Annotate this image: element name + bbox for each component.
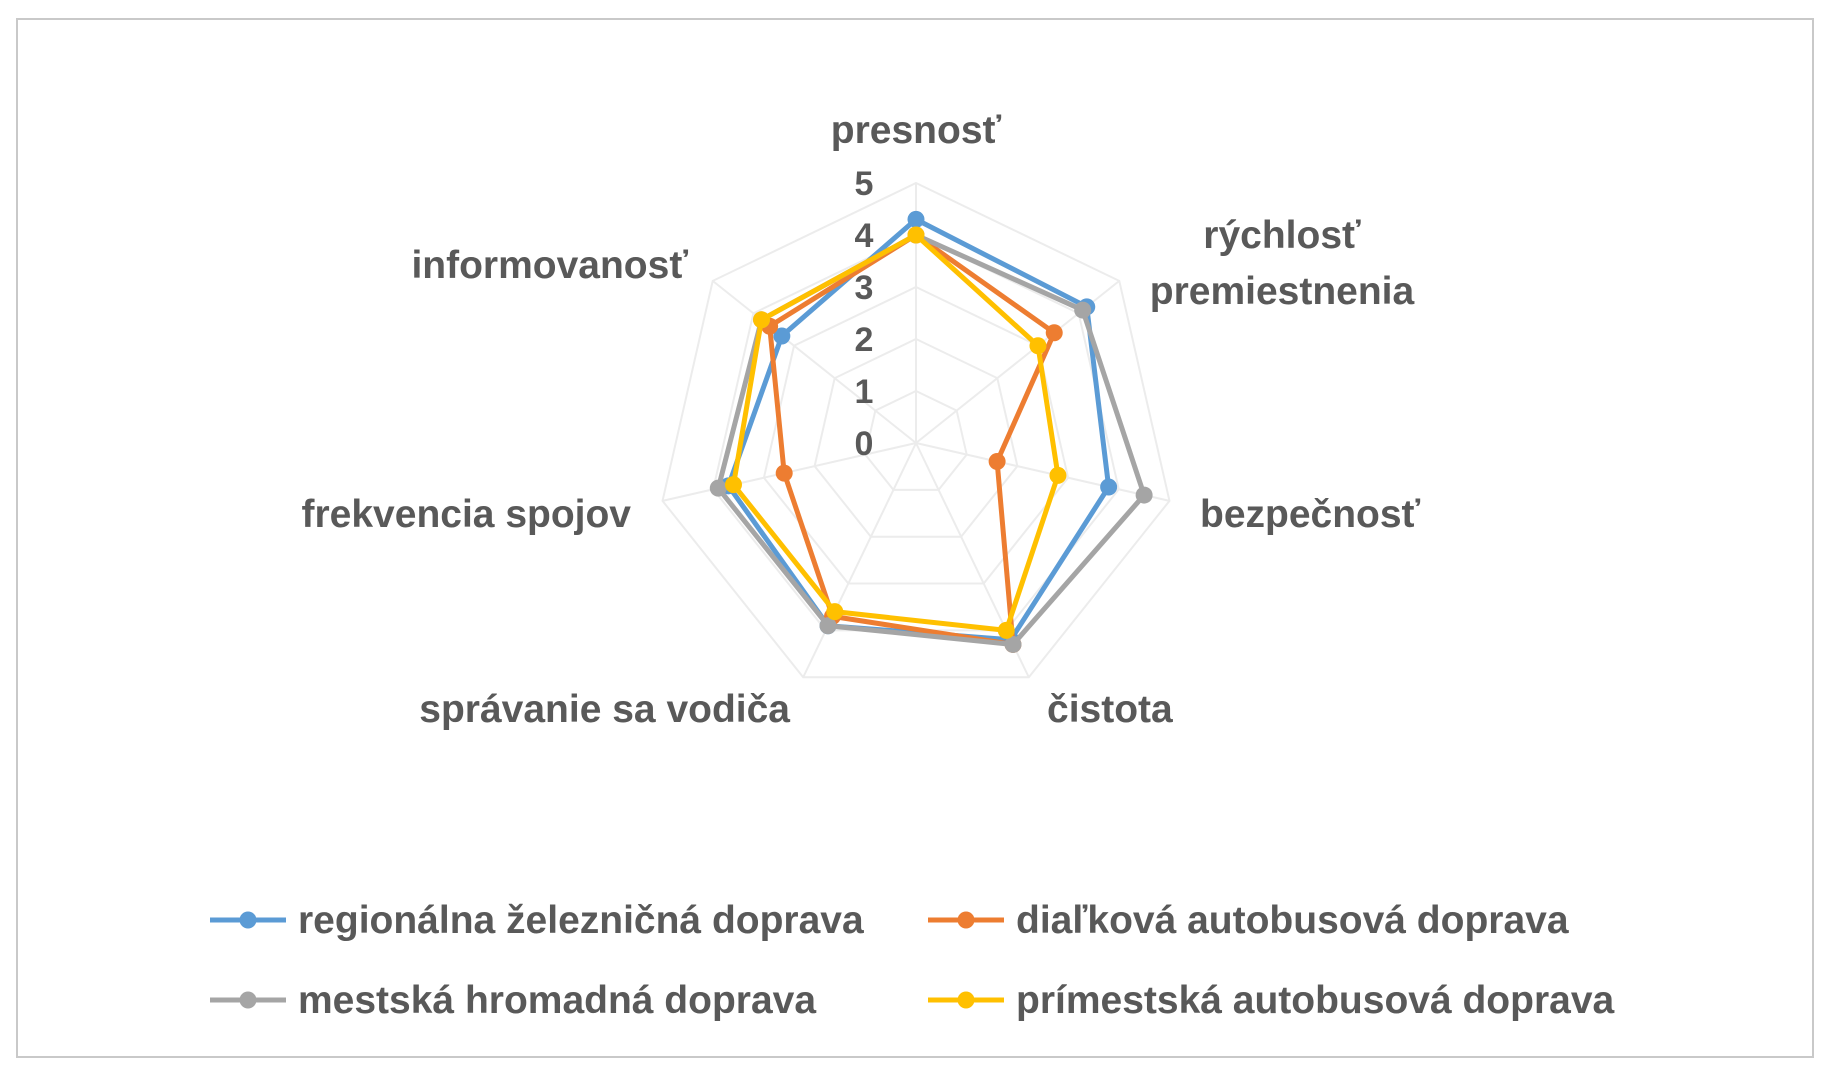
data-point — [1029, 337, 1047, 355]
chart-frame: 0 1 2 3 4 5 presnosť rýchlosť premiestnenia bezp… — [16, 18, 1814, 1058]
data-point — [724, 476, 742, 494]
tick-label: 4 — [855, 217, 874, 255]
data-point — [1049, 466, 1067, 484]
series-lines — [709, 210, 1153, 653]
category-label: presnosť — [831, 109, 1002, 152]
legend-item: regionálna železničná doprava — [210, 899, 864, 942]
category-labels: presnosť rýchlosť premiestnenia bezpečnosť č… — [302, 109, 1421, 731]
legend-item: mestská hromadná doprava — [210, 979, 816, 1022]
category-label: frekvencia spojov — [302, 493, 632, 536]
data-point — [775, 464, 793, 482]
series-line — [767, 232, 1057, 647]
series-4 — [724, 226, 1067, 639]
legend-marker — [957, 911, 975, 929]
grid-spoke — [802, 442, 917, 678]
category-label-line: frekvencia spojov — [302, 493, 632, 536]
data-point — [1135, 486, 1153, 504]
tick-label: 0 — [855, 425, 874, 463]
series-line — [730, 232, 1061, 633]
data-point — [1100, 478, 1118, 496]
radar-grid — [661, 181, 1171, 679]
category-label-line: čistota — [1047, 688, 1173, 731]
category-label: bezpečnosť — [1200, 493, 1421, 536]
data-point — [773, 327, 791, 345]
legend: regionálna železničná doprava diaľková au… — [210, 899, 1615, 1022]
category-label: správanie sa vodiča — [419, 688, 790, 731]
grid-ring — [813, 337, 1019, 538]
grid-spoke — [915, 442, 1170, 502]
category-label-line: presnosť — [831, 109, 1002, 152]
data-point — [819, 617, 837, 635]
legend-marker — [239, 991, 257, 1009]
radar-chart: 0 1 2 3 4 5 presnosť rýchlosť premiestnenia bezp… — [210, 109, 1615, 1022]
grid-ring — [864, 389, 968, 491]
legend-item: diaľková autobusová doprava — [928, 899, 1569, 942]
series-3 — [709, 226, 1153, 653]
tick-label: 3 — [855, 269, 874, 307]
category-label: rýchlosť premiestnenia — [1150, 214, 1415, 313]
tick-label: 2 — [855, 321, 874, 359]
category-label-line: bezpečnosť — [1200, 493, 1421, 536]
data-point — [1074, 301, 1092, 319]
data-point — [709, 479, 727, 497]
category-label-line: premiestnenia — [1150, 270, 1415, 313]
data-point — [1004, 635, 1022, 653]
data-point — [753, 311, 771, 329]
legend-marker — [239, 911, 257, 929]
data-point — [997, 621, 1015, 639]
legend-label: diaľková autobusová doprava — [1016, 899, 1569, 942]
radial-tick-labels: 0 1 2 3 4 5 — [855, 165, 874, 463]
data-point — [907, 226, 925, 244]
legend-item: prímestská autobusová doprava — [928, 979, 1615, 1022]
tick-label: 5 — [855, 165, 874, 203]
legend-marker — [957, 991, 975, 1009]
category-label-line: správanie sa vodiča — [419, 688, 790, 731]
data-point — [907, 210, 925, 228]
grid-spoke — [712, 280, 917, 444]
tick-label: 1 — [855, 373, 874, 411]
legend-label: regionálna železničná doprava — [298, 899, 864, 942]
category-label-line: rýchlosť — [1203, 214, 1361, 257]
legend-label: mestská hromadná doprava — [298, 979, 816, 1022]
grid-ring — [661, 181, 1171, 679]
data-point — [1045, 324, 1063, 342]
category-label: informovanosť — [411, 244, 688, 287]
category-label-line: informovanosť — [411, 244, 688, 287]
data-point — [988, 453, 1006, 471]
category-label: čistota — [1047, 688, 1173, 731]
legend-label: prímestská autobusová doprava — [1016, 979, 1615, 1022]
data-point — [826, 603, 844, 621]
